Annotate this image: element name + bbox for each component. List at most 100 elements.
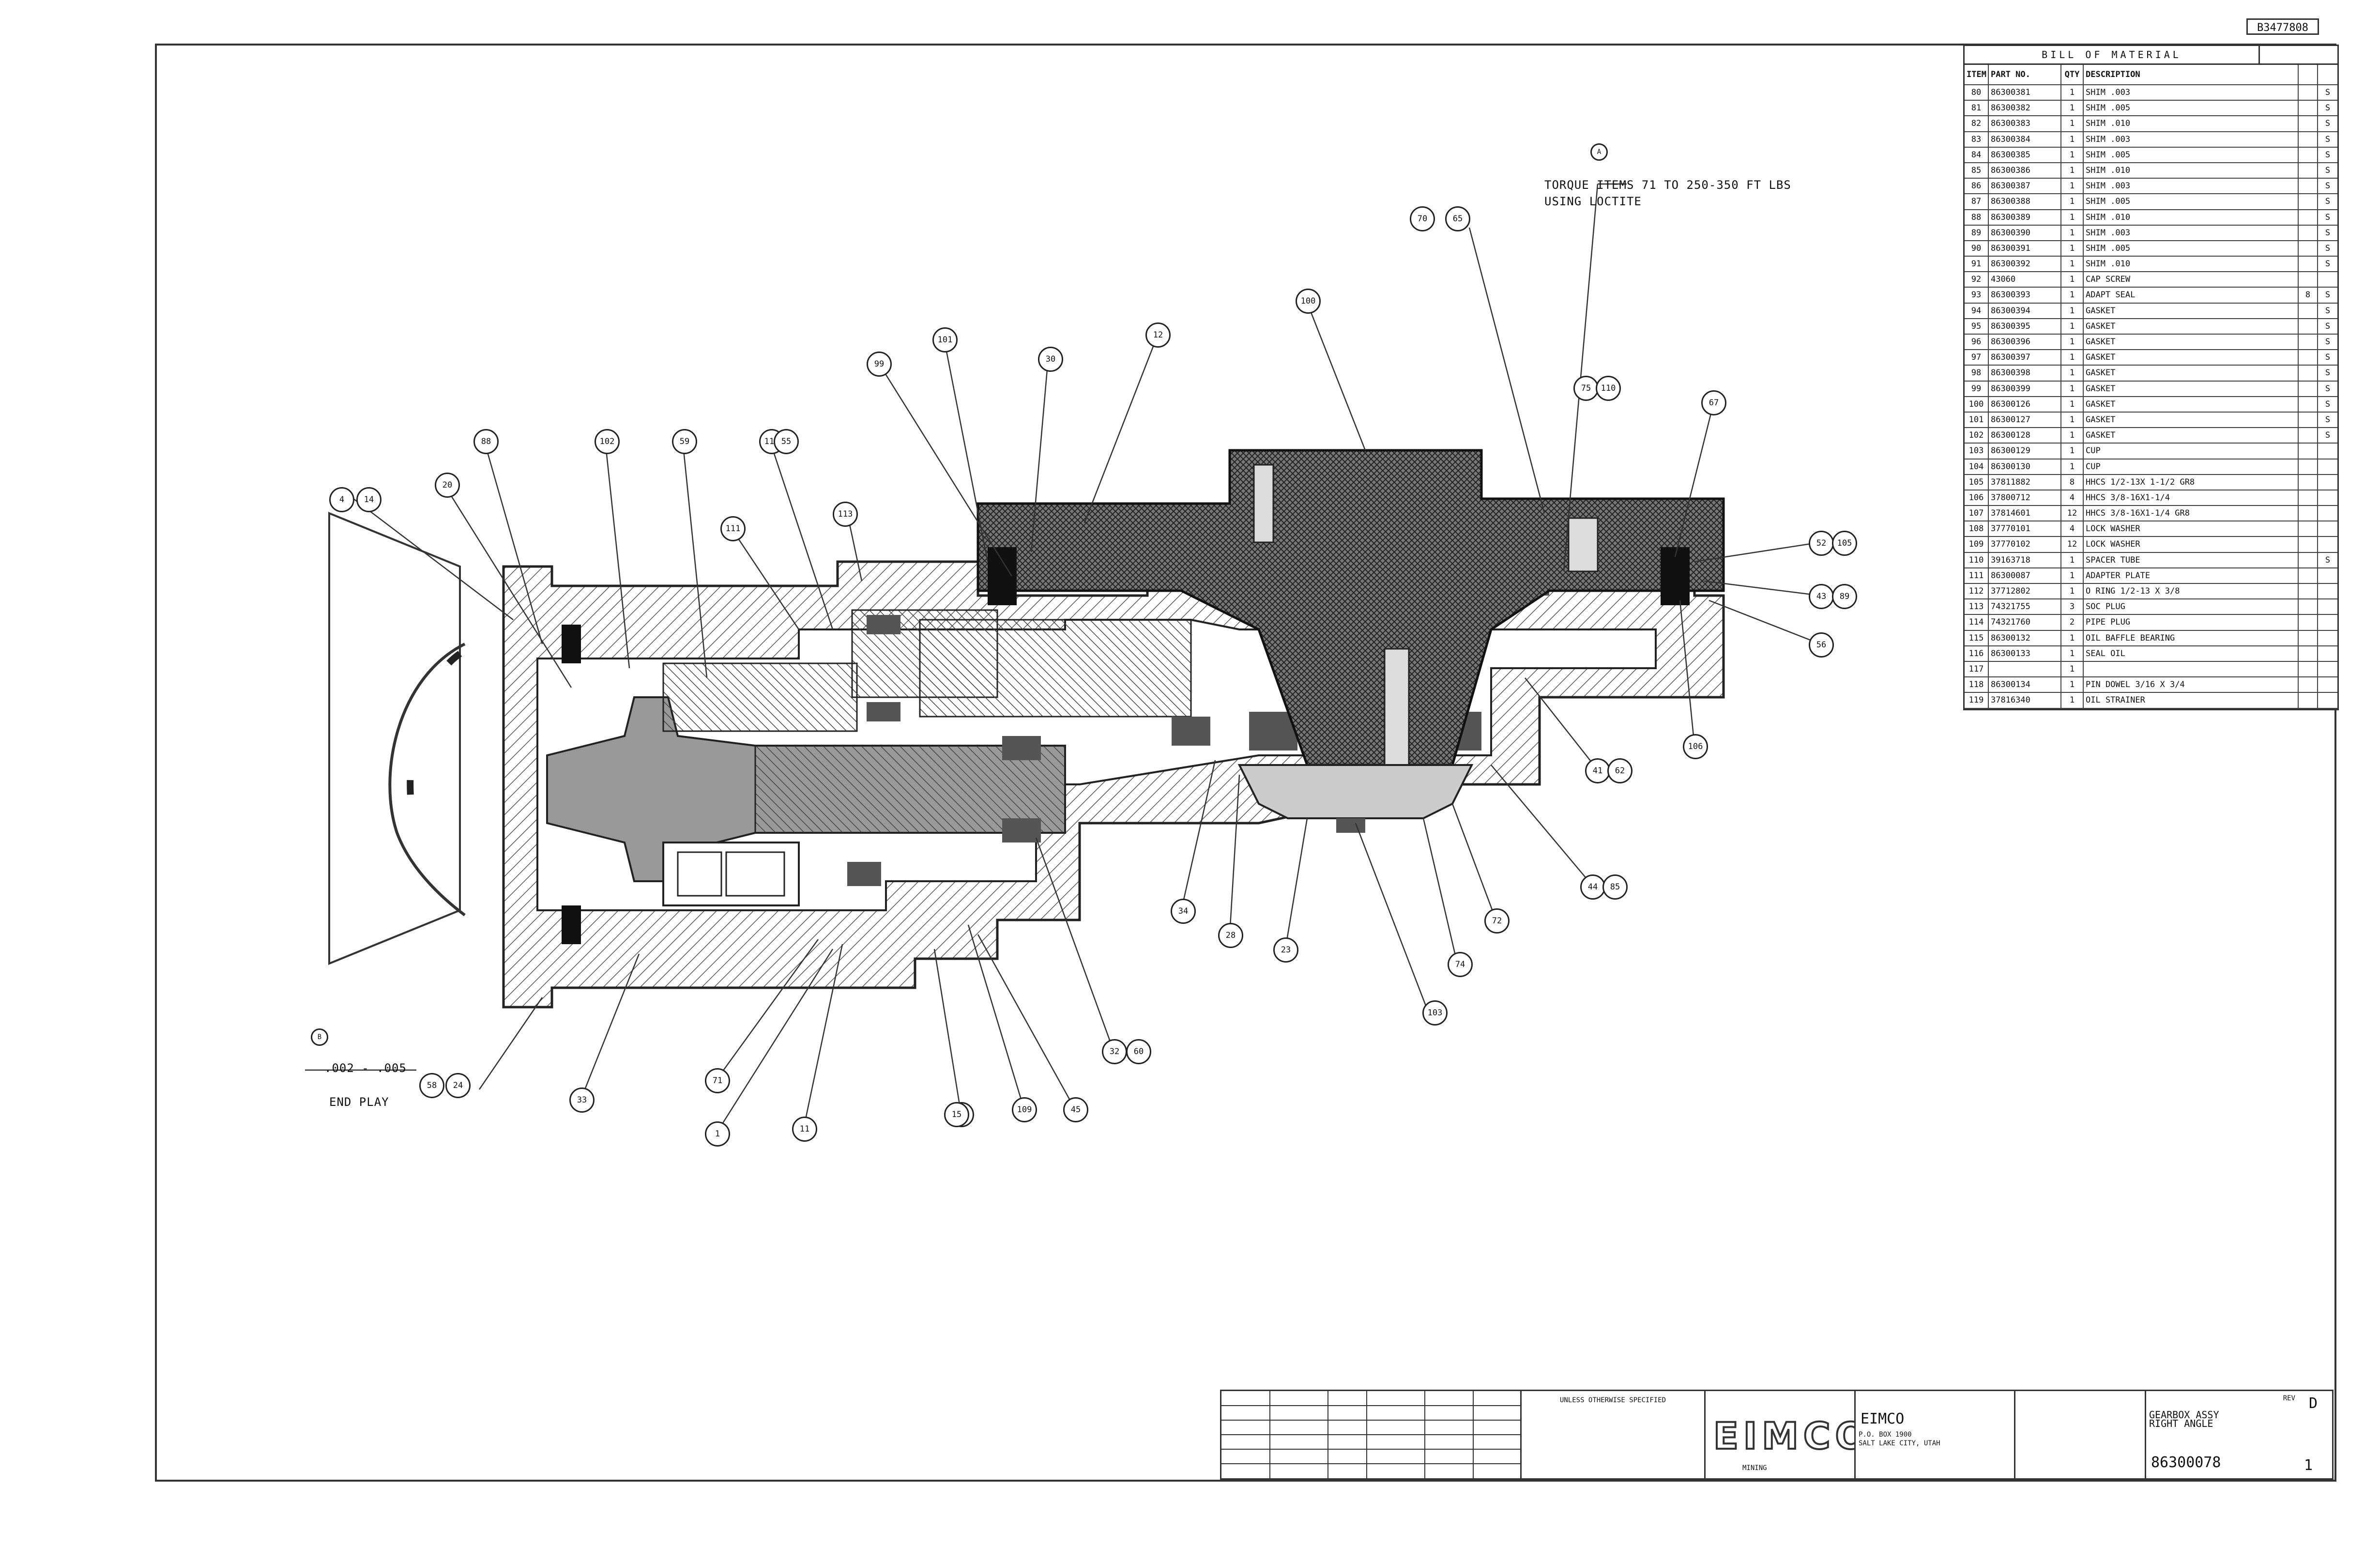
bom-cell-item: 99 [1965, 381, 1989, 396]
bom-cell-n [2299, 241, 2318, 256]
item-callout-balloon: 67 [1701, 390, 1726, 415]
bom-cell-item: 88 [1965, 210, 1989, 225]
item-callout-balloon: 89 [1832, 584, 1857, 609]
item-callout-balloon: 56 [1809, 632, 1834, 658]
item-callout-balloon: 44 [1580, 874, 1605, 900]
bom-cell-item: 80 [1965, 85, 1989, 100]
bom-cell-item: 98 [1965, 366, 1989, 381]
bom-cell-item: 111 [1965, 568, 1989, 583]
bom-cell-item: 85 [1965, 163, 1989, 178]
bom-cell-desc: SHIM .003 [2084, 225, 2299, 240]
bom-cell-desc: ADAPTER PLATE [2084, 568, 2299, 583]
bom-cell-desc: GASKET [2084, 366, 2299, 381]
bom-cell-qty: 1 [2061, 366, 2084, 381]
bom-cell-item: 95 [1965, 319, 1989, 334]
bom-cell-z: S [2325, 368, 2331, 378]
bom-cell-qty: 1 [2061, 272, 2084, 287]
bom-cell-n [2299, 615, 2318, 630]
bom-cell-n [2299, 428, 2318, 443]
item-callout-balloon: 15 [944, 1102, 969, 1127]
bom-cell-n [2299, 194, 2318, 209]
note-marker-a: A [1590, 143, 1608, 161]
bom-cell-z: S [2325, 181, 2331, 191]
bom-cell-part: 86300389 [1989, 210, 2061, 225]
bom-cell-desc: SHIM .005 [2084, 194, 2299, 209]
bom-cell-qty: 12 [2061, 537, 2084, 552]
bom-cell-qty: 1 [2061, 303, 2084, 318]
bom-cell-z [2318, 272, 2337, 287]
item-callout-balloon: 103 [1422, 1000, 1448, 1026]
bom-cell-z: S [2325, 430, 2331, 441]
revision-value: D [2308, 1395, 2318, 1412]
bom-cell-z: S [2325, 321, 2331, 331]
bom-cell-item: 118 [1965, 677, 1989, 692]
bom-cell-z: S [2325, 197, 2331, 207]
item-callout-balloon: 4 [329, 487, 354, 512]
bom-cell-z: S [2325, 259, 2331, 269]
bom-cell-z: S [2325, 383, 2331, 394]
item-callout-balloon: 30 [1038, 347, 1063, 372]
bom-cell-qty: 1 [2061, 412, 2084, 428]
bom-cell-n [2299, 459, 2318, 474]
endplay-note-line2: END PLAY [329, 1095, 389, 1109]
item-callout-balloon: 113 [833, 502, 858, 527]
bom-cell-part: 74321760 [1989, 615, 2061, 630]
bom-cell-item: 107 [1965, 506, 1989, 521]
bom-cell-part: 86300397 [1989, 350, 2061, 365]
bom-cell-n [2299, 381, 2318, 396]
bom-cell-n [2299, 225, 2318, 240]
bom-cell-z: S [2325, 150, 2331, 160]
bom-cell-desc [2084, 661, 2299, 677]
item-callout-balloon: 34 [1171, 899, 1196, 924]
bom-cell-desc: SHIM .003 [2084, 179, 2299, 194]
bom-cell-item: 117 [1965, 661, 1989, 677]
bom-cell-n [2299, 444, 2318, 459]
bom-cell-n [2299, 257, 2318, 272]
bom-cell-desc: HHCS 3/8-16X1-1/4 GR8 [2084, 506, 2299, 521]
bom-cell-item: 102 [1965, 428, 1989, 443]
bom-cell-z [2318, 568, 2337, 583]
bom-cell-qty: 1 [2061, 677, 2084, 692]
bom-cell-qty: 1 [2061, 552, 2084, 567]
drawing-info-block: GEARBOX ASSY RIGHT ANGLE 86300078 REV D … [2146, 1391, 2332, 1478]
bom-header-row: ITEM PART NO. QTY DESCRIPTION [1965, 65, 2337, 85]
bom-title-side [2258, 46, 2337, 63]
bom-cell-n [2299, 630, 2318, 645]
item-callout-balloon: 109 [1012, 1097, 1037, 1122]
bom-col-note [2299, 65, 2318, 84]
bom-cell-qty: 1 [2061, 350, 2084, 365]
bom-col-z [2318, 65, 2337, 84]
address-line1: EIMCO [1861, 1410, 1905, 1427]
bom-cell-z: S [2325, 337, 2331, 347]
bom-cell-qty: 1 [2061, 568, 2084, 583]
bom-cell-qty: 1 [2061, 179, 2084, 194]
bom-cell-item: 115 [1965, 630, 1989, 645]
bom-cell-item: 116 [1965, 646, 1989, 661]
bom-cell-z: S [2325, 306, 2331, 316]
item-callout-balloon: 111 [720, 516, 746, 541]
bom-cell-z: S [2325, 103, 2331, 113]
bom-cell-z [2318, 584, 2337, 598]
item-callout-balloon: 14 [356, 487, 381, 512]
bom-cell-qty: 1 [2061, 428, 2084, 443]
item-callout-balloon: 72 [1484, 908, 1510, 934]
bom-col-qty: QTY [2061, 65, 2084, 84]
bom-cell-part: 86300132 [1989, 630, 2061, 645]
bom-cell-desc: SHIM .005 [2084, 101, 2299, 116]
bom-cell-z: S [2325, 243, 2331, 253]
bom-cell-desc: O RING 1/2-13 X 3/8 [2084, 584, 2299, 599]
address-line3: SALT LAKE CITY, UTAH [1859, 1440, 1940, 1447]
bom-cell-qty: 2 [2061, 615, 2084, 630]
